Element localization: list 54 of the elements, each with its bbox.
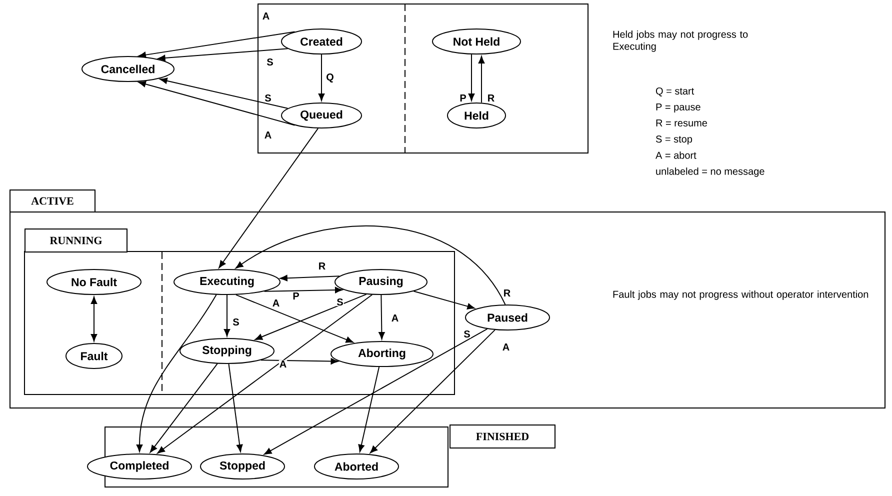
edge-label: A [264, 131, 272, 139]
note: S = stop [656, 136, 692, 145]
edge-label: R [318, 262, 326, 270]
arrow [260, 358, 338, 364]
arrow [136, 294, 217, 452]
arrow [236, 226, 506, 306]
note: R = resume [656, 120, 707, 126]
arrow [280, 274, 340, 282]
arrow [478, 56, 485, 103]
arrow [224, 294, 230, 336]
note: Q = start [656, 88, 694, 96]
edge-label: A [502, 343, 510, 351]
arrow [413, 290, 475, 310]
node-label: ACTIVE [31, 197, 74, 205]
arrow [468, 54, 475, 101]
arrow [138, 81, 296, 126]
arrow [138, 31, 296, 58]
arrow [235, 294, 354, 343]
node-label: RUNNING [50, 236, 102, 244]
edge-label: P [292, 292, 300, 300]
arrow [158, 48, 288, 62]
edge-label: S [336, 298, 344, 306]
note: P = pause [656, 104, 700, 112]
arrow [218, 128, 319, 268]
note: unlabeled = no message [656, 168, 764, 177]
edge-label: A [272, 299, 280, 307]
arrow [264, 286, 342, 294]
arrow [318, 54, 325, 101]
arrow [378, 294, 385, 340]
edge-label: R [486, 94, 496, 102]
edge-label: A [278, 360, 288, 368]
state-box [258, 4, 588, 154]
arrow [160, 78, 288, 109]
edge-label: R [502, 289, 512, 297]
arrow [90, 296, 98, 342]
edge-label: P [459, 94, 467, 102]
arrow [358, 366, 380, 452]
arrow [157, 294, 373, 454]
note: A = abort [656, 152, 696, 159]
edge-label: Q [326, 73, 334, 83]
note: Held jobs may not progress to Executing [613, 30, 748, 52]
arrow [370, 329, 496, 454]
arrow [254, 294, 367, 340]
node-label: FINISHED [476, 432, 529, 440]
arrow [150, 363, 218, 453]
edge-label: S [266, 58, 274, 66]
edge-label: A [262, 12, 270, 20]
edge-label: S [232, 318, 240, 326]
arrow [264, 328, 488, 455]
edge-label: S [463, 330, 471, 338]
edge-label: S [264, 94, 272, 102]
note: Fault jobs may not progress without operator intervention [613, 290, 868, 300]
arrow [228, 364, 243, 452]
edge-label: A [390, 314, 400, 322]
